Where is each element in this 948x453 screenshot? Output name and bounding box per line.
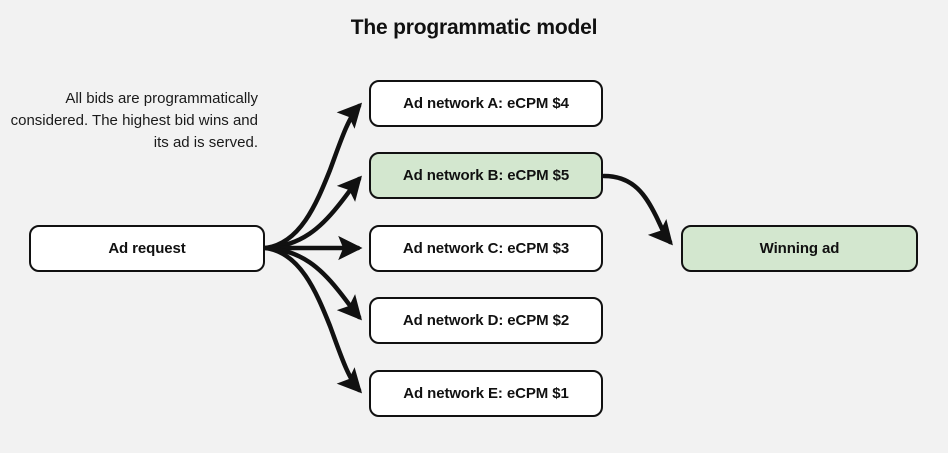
node-ad-network-e[interactable]: Ad network E: eCPM $1 [369,370,603,417]
node-ad-network-c[interactable]: Ad network C: eCPM $3 [369,225,603,272]
node-ad-request[interactable]: Ad request [29,225,265,272]
node-ad-network-b[interactable]: Ad network B: eCPM $5 [369,152,603,199]
edge-ad-request-to-network-d [263,245,362,321]
node-winning-ad[interactable]: Winning ad [681,225,918,272]
edge-ad-request-to-network-a [263,102,363,251]
node-ad-network-d[interactable]: Ad network D: eCPM $2 [369,297,603,344]
edge-ad-request-to-network-e [263,245,363,394]
node-ad-network-d-label: Ad network D: eCPM $2 [402,312,570,329]
node-ad-network-a-label: Ad network A: eCPM $4 [403,95,569,112]
explanatory-note: All bids are programmatically considered… [10,90,258,151]
edge-ad-request-to-network-b [263,175,362,251]
node-ad-request-label: Ad request [108,240,186,257]
node-ad-network-b-label: Ad network B: eCPM $5 [402,167,570,184]
node-winning-ad-label: Winning ad [759,240,840,257]
edge-network-b-to-winning-ad [601,173,673,246]
node-ad-network-c-label: Ad network C: eCPM $3 [402,240,570,257]
node-ad-network-a[interactable]: Ad network A: eCPM $4 [369,80,603,127]
node-ad-network-e-label: Ad network E: eCPM $1 [403,385,569,402]
page-title: The programmatic model [350,16,598,39]
